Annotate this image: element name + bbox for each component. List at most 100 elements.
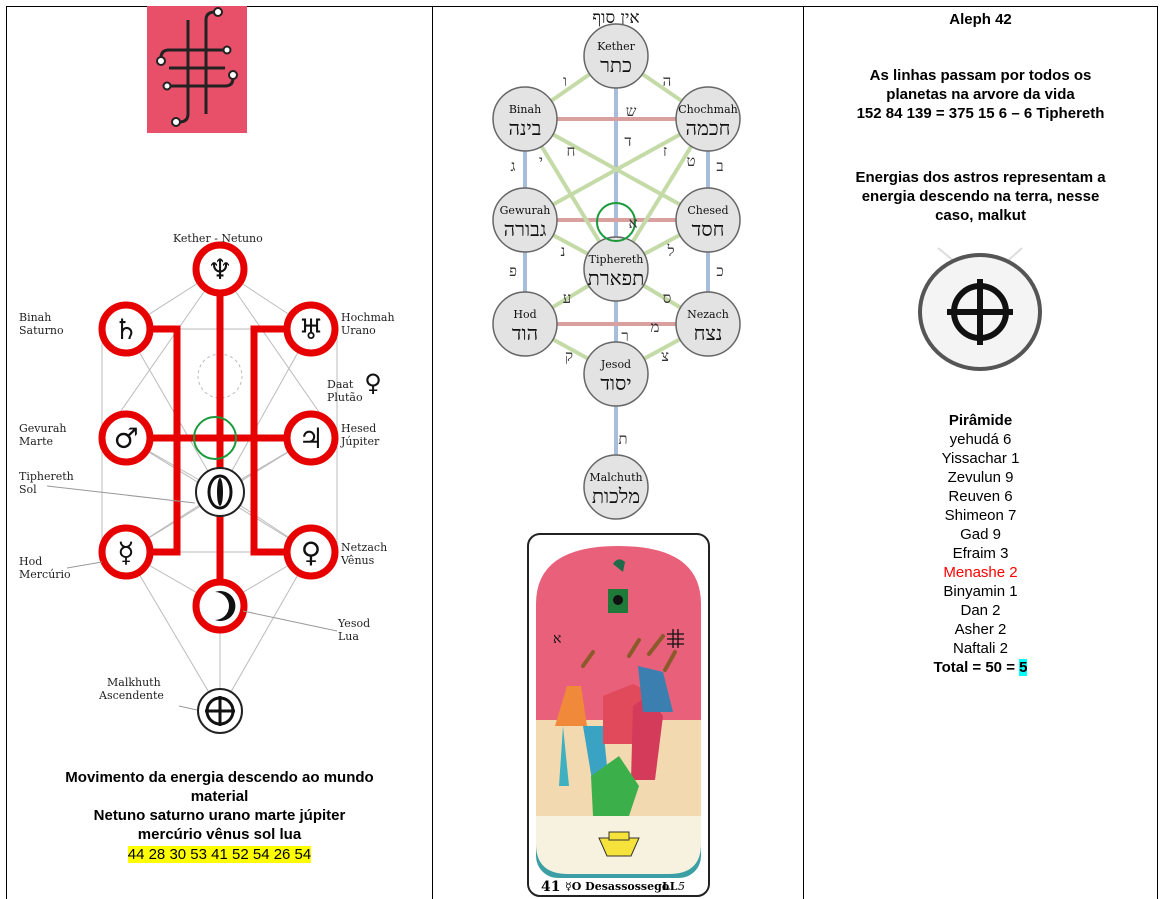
label-netzach-planet: Vênus [340, 554, 375, 567]
text-line: planetas na arvore da vida [886, 86, 1075, 103]
sephira-chesed-hebrew: חסד [692, 217, 725, 241]
tribe-item: Gad 9 [960, 526, 1001, 543]
path-letter: ז [663, 142, 667, 160]
sephira-chochmah-name: Chochmah [678, 103, 737, 116]
sephira-binah-name: Binah [509, 103, 541, 116]
card-sigil-icon [667, 629, 684, 648]
sephira-tiphereth-name: Tiphereth [589, 253, 644, 266]
path-letter: ח [567, 142, 576, 160]
pluto-symbol-icon: ♀ [364, 369, 382, 397]
caption-line: Netuno saturno urano marte júpiter [93, 807, 346, 824]
label-binah: Binah [19, 311, 51, 324]
planetary-tree-figure: ♆ ♄ ♅ ♂ ♃ ☿ ♀ ♀ [19, 6, 395, 734]
text-line: As linhas passam por todos os [869, 67, 1092, 84]
mercury-symbol-icon: ☿ [117, 536, 134, 569]
ein-sof-title: אין סוף [592, 8, 639, 28]
sephira-gewurah-name: Gewurah [500, 204, 551, 217]
tribe-item: Yissachar 1 [941, 450, 1020, 467]
tribe-item: Reuven 6 [948, 488, 1013, 505]
label-netzach: Netzach [341, 541, 387, 554]
label-hod: Hod [19, 555, 42, 568]
card-number: 41 [541, 879, 560, 895]
sephira-nezach-name: Nezach [687, 308, 729, 321]
uranus-symbol-icon: ♅ [298, 313, 323, 346]
tribe-item: Efraim 3 [952, 545, 1009, 562]
sephira-gewurah-hebrew: גבורה [504, 217, 547, 241]
sephira-kether-name: Kether [597, 40, 635, 53]
label-daat-planet: Plutão [327, 391, 363, 404]
path-letter: ס [663, 289, 672, 307]
sephira-chesed-name: Chesed [687, 204, 728, 217]
caption-line: Movimento da energia descendo ao mundo [65, 769, 374, 786]
paragraph-lines: As linhas passam por todos os planetas n… [804, 66, 1157, 123]
tribe-item: Binyamin 1 [943, 583, 1018, 600]
label-hesed-planet: Júpiter [340, 435, 380, 448]
path-letter: ע [563, 289, 572, 307]
saturn-symbol-icon: ♄ [113, 313, 138, 346]
moon-symbol-icon [215, 591, 236, 622]
middle-column: אין סוף [433, 6, 803, 899]
path-letter: א [628, 214, 637, 232]
label-hesed: Hesed [341, 422, 376, 435]
sephira-malchuth-name: Malchuth [589, 471, 642, 484]
tribe-item: Dan 2 [960, 602, 1001, 619]
tribe-item: Menashe 2 [943, 564, 1018, 581]
text-line: 152 84 139 = 375 15 6 – 6 Tiphereth [856, 105, 1105, 122]
tribe-item: Asher 2 [954, 621, 1007, 638]
label-binah-planet: Saturno [19, 324, 64, 337]
sephira-kether-hebrew: כתר [600, 53, 632, 77]
table-top-border [6, 6, 1158, 7]
sephiroth-tree-figure: אין סוף [492, 8, 741, 897]
sephira-jesod-name: Jesod [600, 358, 631, 371]
paragraph-energies: Energias dos astros representam a energi… [804, 168, 1157, 225]
green-highlight-circle [596, 202, 636, 242]
planet-values: 44 28 30 53 41 52 54 26 54 [127, 846, 312, 863]
path-letter: ד [624, 132, 631, 150]
text-line: energia descendo na terra, nesse [861, 188, 1100, 205]
path-letter: ט [686, 152, 695, 170]
label-malkhuth: Malkhuth [107, 676, 161, 689]
left-caption: Movimento da energia descendo ao mundo m… [7, 768, 432, 844]
label-tiphereth: Tiphereth [19, 470, 74, 483]
path-letter: כ [716, 262, 723, 280]
card-title: ☿O Desassossego [565, 880, 669, 893]
caption-line: mercúrio vênus sol lua [137, 826, 302, 843]
text-line: Energias dos astros representam a [855, 169, 1106, 186]
label-hochmah-planet: Urano [341, 324, 376, 337]
sephira-hod-hebrew: הוד [512, 321, 538, 345]
path-letter: ה [663, 72, 672, 90]
right-title: Aleph 42 [949, 11, 1012, 28]
neptune-symbol-icon: ♆ [207, 253, 232, 286]
sephira-hod-name: Hod [513, 308, 536, 321]
sigil-image [147, 6, 247, 133]
label-kether: Kether - Netuno [173, 232, 263, 245]
sephira-malchuth-hebrew: מלכות [592, 484, 640, 508]
tribe-item: Shimeon 7 [944, 507, 1017, 524]
table-border-col2 [803, 6, 804, 899]
earth-symbol-icon [205, 696, 235, 726]
sephira-chochmah-hebrew: חכמה [686, 116, 731, 140]
table-border-left [6, 6, 7, 899]
tribe-item: Zevulun 9 [947, 469, 1014, 486]
label-yesod: Yesod [337, 617, 370, 630]
path-letter: נ [561, 242, 566, 260]
sun-symbol-icon [207, 474, 233, 510]
path-letter: ו [563, 72, 567, 90]
label-gevurah: Gevurah [19, 422, 67, 435]
jupiter-symbol-icon: ♃ [298, 422, 323, 455]
venus-symbol-icon: ♀ [301, 536, 321, 569]
pyramid-total: Total = 50 = 5 [804, 658, 1157, 677]
earth-symbol-image [910, 244, 1050, 382]
path-letter: פ [509, 262, 517, 280]
total-label: Total = 50 = [933, 659, 1020, 676]
label-daat: Daat [327, 378, 354, 391]
sephiroth-nodes [492, 23, 741, 520]
path-letter: ב [716, 157, 723, 175]
card-suffix: LL [662, 880, 678, 893]
label-hod-planet: Mercúrio [19, 568, 71, 581]
card-aleph-letter: א [553, 631, 561, 647]
path-letter: מ [651, 318, 660, 336]
path-letter: י [539, 152, 543, 170]
